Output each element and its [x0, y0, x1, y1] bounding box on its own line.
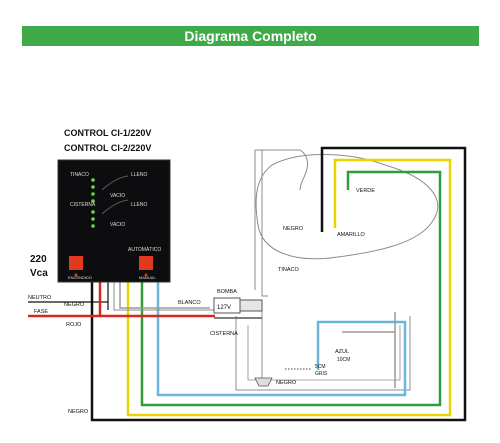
neutro-wire — [28, 282, 109, 310]
label-bomba: BOMBA — [217, 289, 237, 295]
label-azul-dist: 10CM — [337, 357, 350, 363]
label-fase: FASE — [34, 309, 48, 315]
level-leds — [91, 178, 95, 228]
label-vacio-2: VACIO — [110, 222, 125, 228]
supply-pipe — [254, 149, 268, 381]
label-vacio-1: VACIO — [110, 193, 125, 199]
pump-voltage: 127V — [217, 305, 231, 311]
label-scm: 5CM — [315, 364, 326, 370]
level-curve-1 — [101, 175, 129, 191]
fase-wire — [28, 282, 215, 318]
green-wire — [140, 170, 442, 407]
tinaco-inlet-pipe — [262, 149, 309, 191]
tinaco-tank — [255, 154, 439, 260]
controller-model-1: CONTROL CI-1/220V — [64, 128, 152, 138]
label-azul: AZUL — [335, 349, 349, 355]
label-rojo: ROJO — [66, 322, 82, 328]
label-lleno-2: LLENO — [131, 202, 148, 208]
label-lleno-1: LLENO — [131, 172, 148, 178]
label-verde: VERDE — [356, 188, 375, 194]
label-automatico: AUTOMÁTICO — [128, 246, 161, 253]
blanco-wire — [113, 282, 214, 311]
encendido-led — [74, 273, 78, 277]
black-wire-tinaco — [90, 146, 467, 422]
label-pump-cisterna: CISTERNA — [210, 331, 238, 337]
label-gris: GRIS — [315, 371, 328, 377]
level-curve-2 — [101, 199, 129, 215]
label-cisterna-ctl: CISTERNA — [70, 202, 96, 208]
gray-wire — [119, 282, 396, 388]
label-tank-negro: NEGRO — [283, 226, 304, 232]
label-manual: MANUAL — [139, 275, 156, 280]
label-negro-bottom: NEGRO — [68, 409, 89, 415]
supply-voltage: 220 — [30, 254, 47, 265]
foot-valve — [254, 377, 273, 387]
label-tinaco-tank: TINACO — [278, 267, 300, 273]
label-negro-top: NEGRO — [64, 302, 85, 308]
label-neutro: NEUTRO — [28, 295, 52, 301]
controller-model-2: CONTROL CI-2/220V — [64, 143, 152, 153]
blue-wire — [156, 282, 407, 397]
label-blanco: BLANCO — [178, 300, 201, 306]
label-cistern-negro: NEGRO — [276, 380, 297, 386]
cisterna-inner — [247, 325, 401, 381]
encendido-button[interactable] — [69, 256, 83, 270]
pump-motor — [239, 299, 263, 312]
manual-led — [144, 273, 148, 277]
supply-unit: Vca — [30, 268, 48, 279]
diagram-title-banner: Diagrama Completo — [22, 26, 479, 46]
cisterna-tank — [235, 316, 411, 391]
yellow-wire — [126, 158, 452, 417]
label-tinaco-ctl: TINACO — [70, 172, 89, 178]
label-encendido: ENCENDIDO — [68, 275, 92, 280]
label-amarillo: AMARILLO — [337, 232, 366, 238]
manual-button[interactable] — [139, 256, 153, 270]
